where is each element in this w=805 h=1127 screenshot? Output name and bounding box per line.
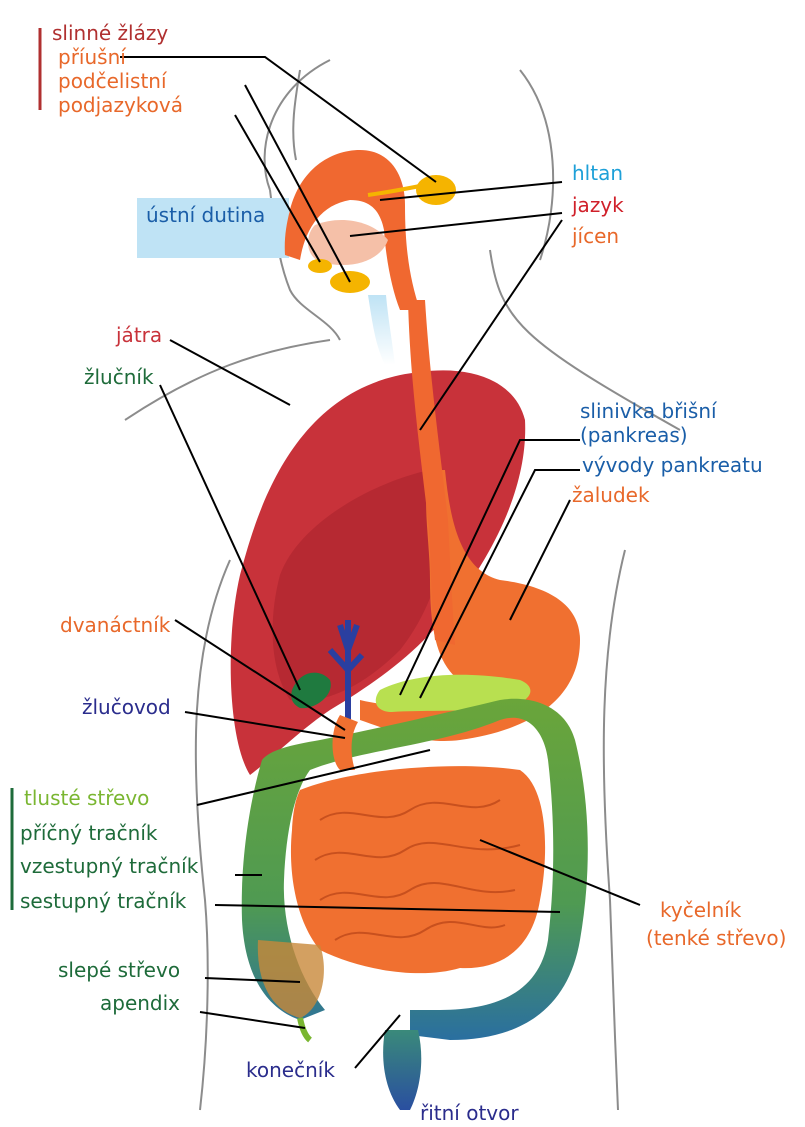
label-sestupny: sestupný tračník — [20, 889, 187, 913]
label-konecnik: konečník — [246, 1058, 335, 1082]
torso-outline-left — [196, 560, 230, 1110]
label-vyvody: vývody pankreatu — [582, 453, 763, 477]
label-tenke-strevo: (tenké střevo) — [646, 926, 786, 950]
label-jatra: játra — [115, 323, 162, 347]
leader-jatra — [170, 340, 290, 405]
label-jazyk: jazyk — [571, 193, 624, 217]
label-tluste-strevo: tlusté střevo — [24, 786, 149, 810]
label-zaludek: žaludek — [572, 483, 650, 507]
trachea-shape — [368, 295, 395, 365]
label-apendix: apendix — [100, 991, 180, 1015]
label-zlucnik: žlučník — [84, 365, 154, 389]
appendix-shape — [300, 1018, 310, 1040]
leader-hltan — [380, 182, 562, 200]
label-pricny: příčný tračník — [20, 821, 158, 845]
label-priusni: příušní — [58, 45, 127, 69]
label-slinne-zlazy: slinné žlázy — [52, 21, 168, 45]
label-slinivka: slinivka břišní — [580, 399, 718, 423]
small-intestine-shape — [291, 766, 545, 973]
label-ustni-dutina: ústní dutina — [146, 203, 265, 227]
shoulder-outline-left — [125, 340, 330, 420]
label-zlucovod: žlučovod — [82, 695, 171, 719]
label-podcelistni: podčelistní — [58, 69, 168, 93]
torso-outline-right — [604, 550, 625, 1110]
label-dvanactnik: dvanáctník — [60, 613, 171, 637]
rectum-shape — [383, 1030, 421, 1110]
label-vzestupny: vzestupný tračník — [20, 854, 199, 878]
label-ritni-otvor: řitní otvor — [420, 1101, 519, 1125]
label-pankreas: (pankreas) — [580, 423, 688, 447]
label-podjazykova: podjazyková — [58, 93, 183, 117]
label-jicen: jícen — [571, 224, 619, 248]
label-slepe-strevo: slepé střevo — [58, 958, 180, 982]
head-outline-right — [520, 70, 553, 260]
label-hltan: hltan — [572, 161, 623, 185]
label-kycelnik: kyčelník — [660, 898, 742, 922]
parotid-gland-shape — [416, 175, 456, 205]
